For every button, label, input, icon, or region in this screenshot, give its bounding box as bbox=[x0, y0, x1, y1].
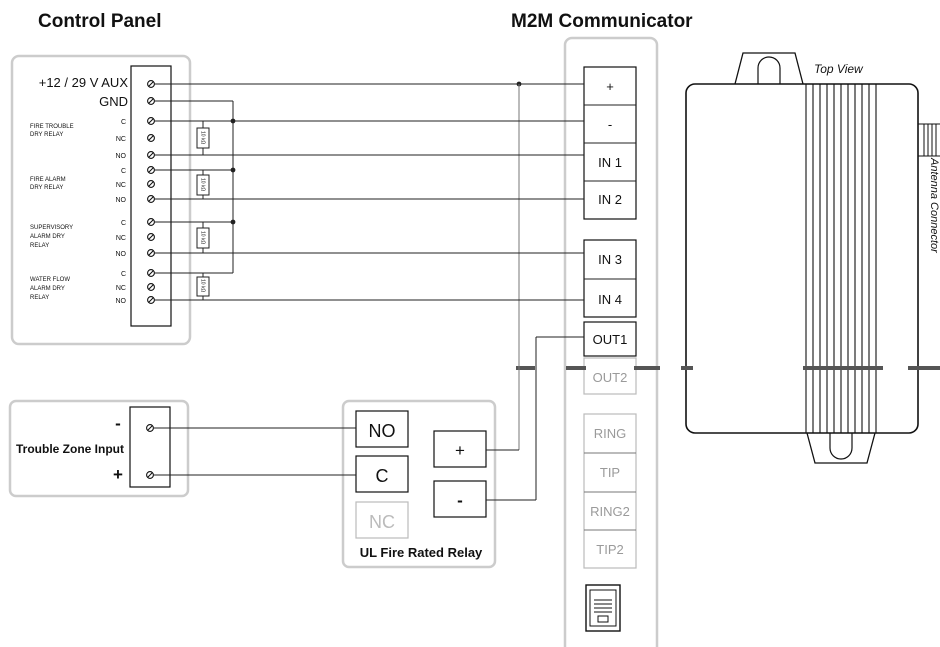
relay-minus-label: - bbox=[457, 491, 463, 510]
screw-r1-c bbox=[147, 117, 155, 125]
terminal-ring: RING bbox=[594, 426, 627, 441]
relay-plus-label: + bbox=[455, 441, 465, 460]
relay4-name-line2: ALARM DRY bbox=[30, 286, 65, 292]
relay-no-box bbox=[355, 410, 409, 448]
resistor-1-icon: 10 kΩ bbox=[196, 127, 210, 149]
relay2-no-label: NO bbox=[116, 197, 127, 204]
trouble-zone-plus-label: + bbox=[113, 465, 123, 484]
terminal-in3: IN 3 bbox=[598, 252, 622, 267]
relay-minus-box bbox=[433, 480, 487, 518]
terminal-out2: OUT2 bbox=[593, 370, 628, 385]
screw-r4-c bbox=[147, 269, 155, 277]
screw-r3-c bbox=[147, 218, 155, 226]
relay-title: UL Fire Rated Relay bbox=[360, 545, 483, 560]
terminal-ring2: RING2 bbox=[590, 504, 630, 519]
resistor-4-icon: 10 kΩ bbox=[196, 276, 210, 297]
m2m-communicator-title: M2M Communicator bbox=[511, 11, 693, 32]
relay4-nc-label: NC bbox=[116, 285, 126, 292]
terminal-out1: OUT1 bbox=[593, 332, 628, 347]
relay-plus-box bbox=[433, 430, 487, 468]
relay1-name-line1: FIRE TROUBLE bbox=[30, 124, 74, 130]
relay3-no-label: NO bbox=[116, 251, 127, 258]
screw-r1-no bbox=[147, 151, 155, 159]
relay3-name-line3: RELAY bbox=[30, 243, 49, 249]
relay1-no-label: NO bbox=[116, 153, 127, 160]
relay1-name-line2: DRY RELAY bbox=[30, 132, 63, 138]
terminal-in1: IN 1 bbox=[598, 155, 622, 170]
resistor-2-label: 10 kΩ bbox=[200, 178, 206, 191]
terminal-in2: IN 2 bbox=[598, 192, 622, 207]
screw-r3-no bbox=[147, 249, 155, 257]
control-panel-screws bbox=[147, 80, 155, 304]
top-view-label: Top View bbox=[814, 62, 864, 76]
screw-aux bbox=[147, 80, 155, 88]
relay3-c-label: C bbox=[121, 220, 126, 227]
relay-no-label: NO bbox=[369, 421, 396, 441]
relay-nc-label: NC bbox=[369, 512, 395, 532]
antenna-connector-icon bbox=[918, 123, 940, 157]
relay4-name-line1: WATER FLOW bbox=[30, 277, 70, 283]
trouble-zone-minus-label: - bbox=[115, 414, 121, 433]
terminal-tip: TIP bbox=[600, 465, 620, 480]
antenna-connector-label: Antenna Connector bbox=[928, 157, 940, 254]
terminal-out1-box bbox=[583, 321, 637, 357]
screw-tz-minus bbox=[146, 424, 154, 432]
relay4-c-label: C bbox=[121, 271, 126, 278]
relay-nc-box bbox=[355, 501, 409, 539]
relay4-name-line3: RELAY bbox=[30, 295, 49, 301]
phone-terminal-block bbox=[583, 413, 637, 569]
relay-c-label: C bbox=[376, 466, 389, 486]
relay2-c-label: C bbox=[121, 168, 126, 175]
resistor-4-label: 10 kΩ bbox=[200, 279, 206, 292]
trouble-zone-label: Trouble Zone Input bbox=[16, 442, 124, 456]
relay3-nc-label: NC bbox=[116, 235, 126, 242]
terminal-plus: + bbox=[606, 79, 614, 94]
screw-tz-plus bbox=[146, 471, 154, 479]
top-view-device bbox=[685, 52, 919, 464]
screw-r4-no bbox=[147, 296, 155, 304]
resistor-3-icon: 10 kΩ bbox=[196, 227, 210, 249]
screw-r2-nc bbox=[147, 180, 155, 188]
end-of-line-resistors: 10 kΩ 10 kΩ 10 kΩ 10 kΩ bbox=[196, 127, 210, 297]
resistor-2-icon: 10 kΩ bbox=[196, 174, 210, 196]
relay2-nc-label: NC bbox=[116, 182, 126, 189]
screw-r2-c bbox=[147, 166, 155, 174]
relay-c-box bbox=[355, 455, 409, 493]
screw-r2-no bbox=[147, 195, 155, 203]
relay3-name-line2: ALARM DRY bbox=[30, 234, 65, 240]
wires bbox=[153, 81, 584, 501]
gnd-label: GND bbox=[99, 94, 128, 109]
terminal-minus: - bbox=[608, 117, 612, 132]
rj45-jack-icon bbox=[585, 584, 621, 632]
aux-label: +12 / 29 V AUX bbox=[39, 75, 129, 90]
relay1-c-label: C bbox=[121, 119, 126, 126]
screw-r3-nc bbox=[147, 233, 155, 241]
screw-r1-nc bbox=[147, 134, 155, 142]
screw-gnd bbox=[147, 97, 155, 105]
relay2-name-line2: DRY RELAY bbox=[30, 185, 63, 191]
resistor-3-label: 10 kΩ bbox=[200, 231, 206, 244]
relay2-name-line1: FIRE ALARM bbox=[30, 177, 66, 183]
relay3-name-line1: SUPERVISORY bbox=[30, 225, 73, 231]
relay4-no-label: NO bbox=[116, 298, 127, 305]
relay1-nc-label: NC bbox=[116, 136, 126, 143]
control-panel-title: Control Panel bbox=[38, 11, 162, 32]
resistor-1-label: 10 kΩ bbox=[200, 131, 206, 144]
terminal-out2-box bbox=[583, 357, 637, 395]
terminal-tip2: TIP2 bbox=[596, 542, 623, 557]
terminal-in4: IN 4 bbox=[598, 292, 622, 307]
screw-r4-nc bbox=[147, 283, 155, 291]
